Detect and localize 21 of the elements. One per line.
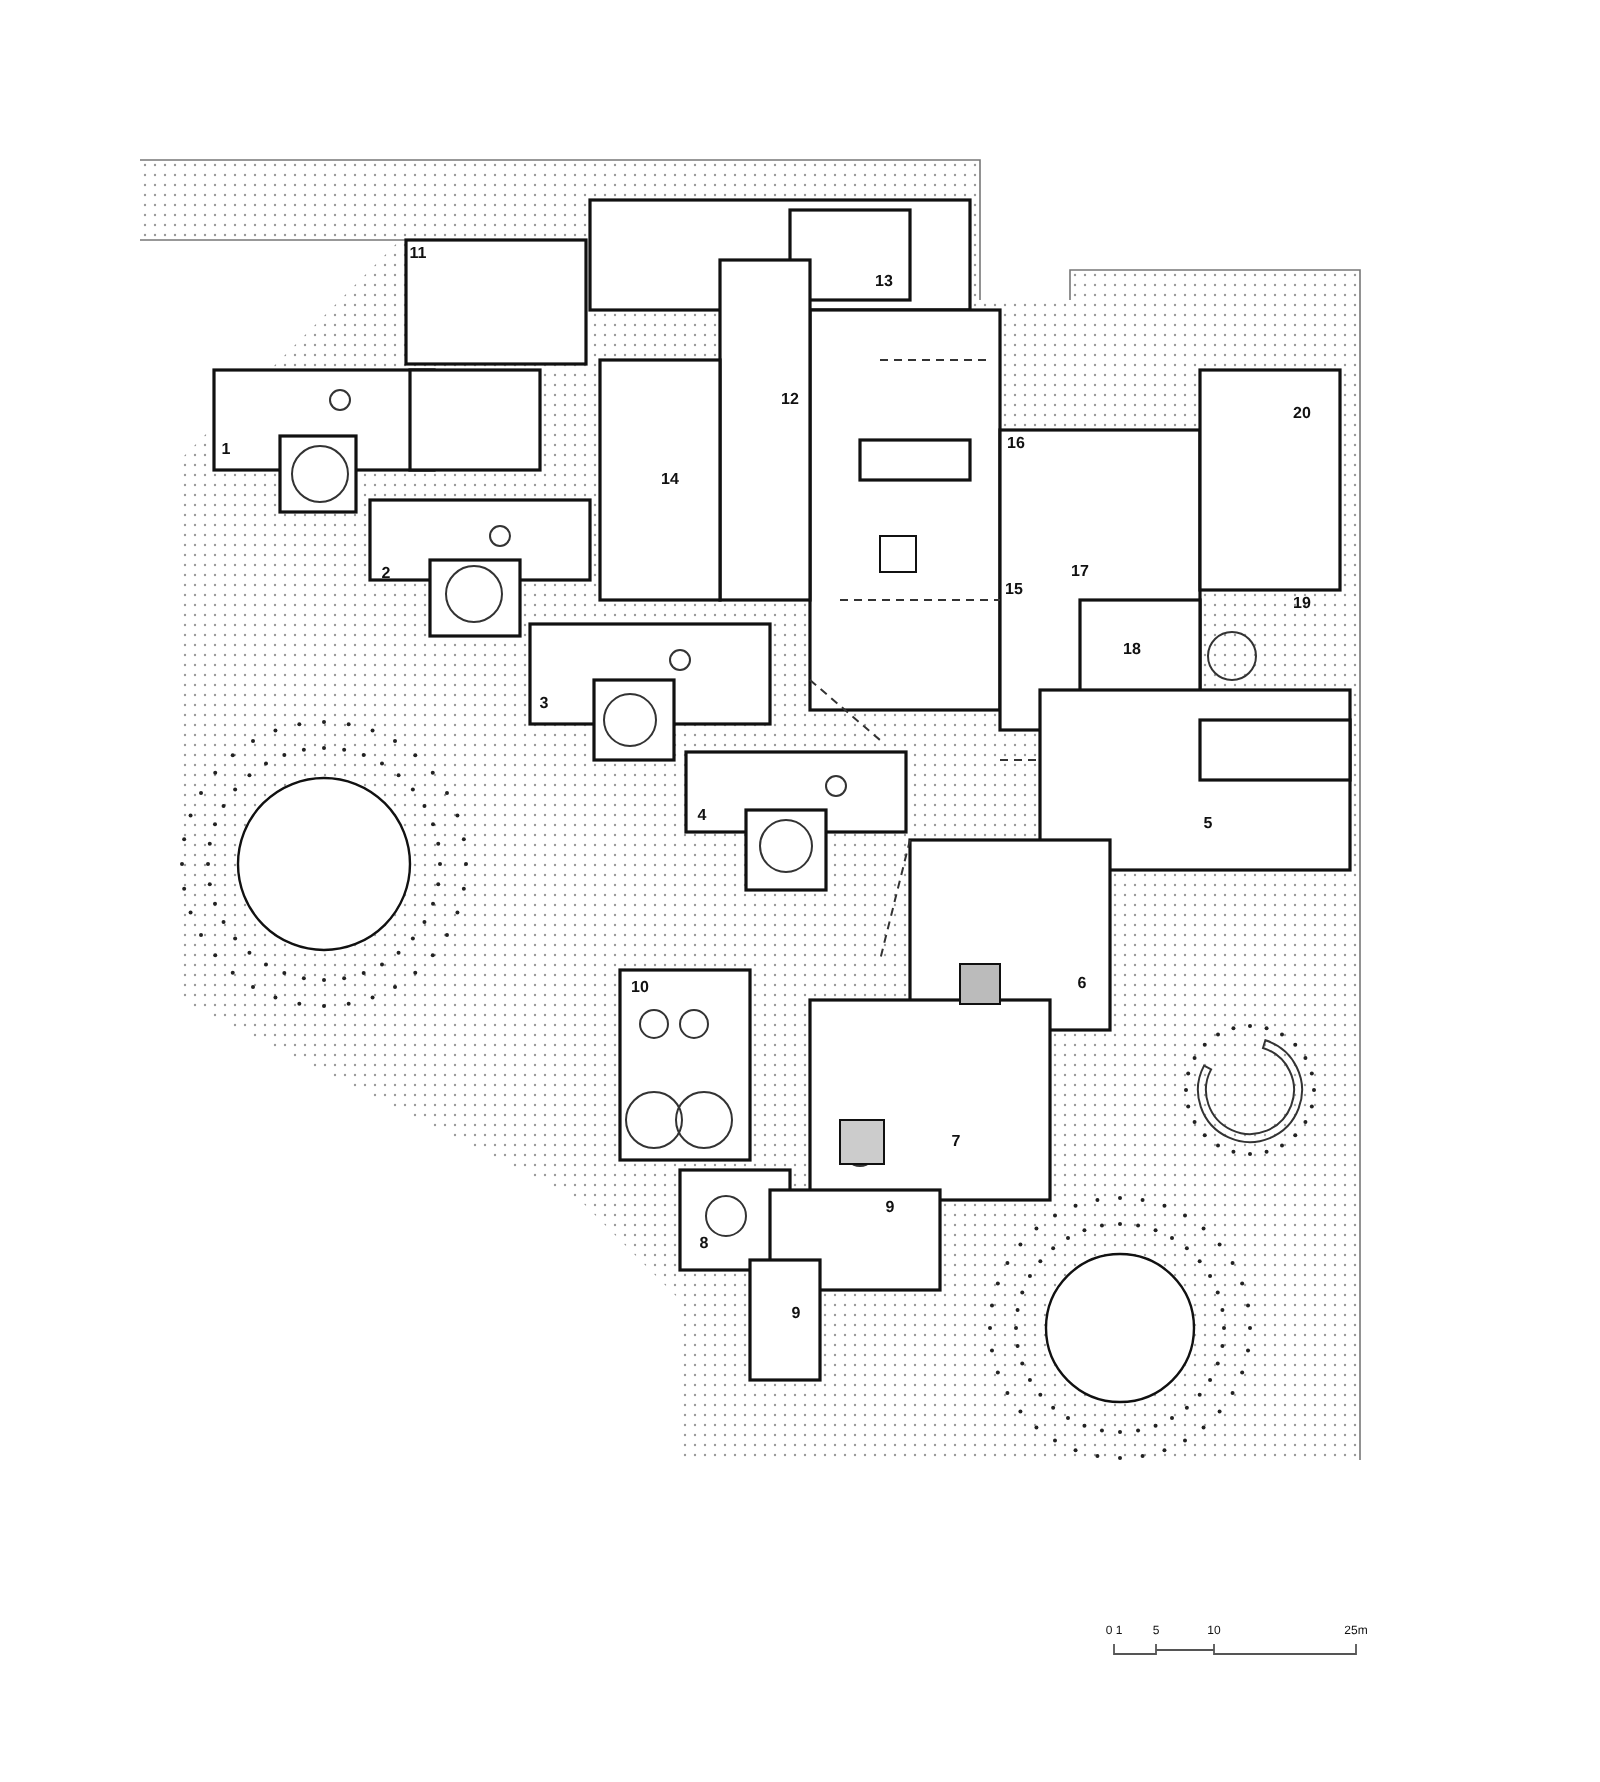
- room-number: 19: [1293, 596, 1311, 612]
- room-number: 7: [951, 1134, 961, 1150]
- room-number: 13: [875, 274, 893, 290]
- room-number: 8: [699, 1236, 709, 1252]
- room-number: 14: [661, 472, 679, 488]
- room-number: 6: [1077, 976, 1087, 992]
- room-number: 4: [697, 808, 707, 824]
- room-number: 20: [1293, 406, 1311, 422]
- room-number: 15: [1005, 582, 1023, 598]
- room-number: 1: [221, 442, 231, 458]
- room-number: 18: [1123, 642, 1141, 658]
- room-number: 9: [885, 1200, 895, 1216]
- room-number: 17: [1071, 564, 1089, 580]
- room-number: 2: [381, 566, 391, 582]
- room-number: 5: [1203, 816, 1213, 832]
- room-number: 9: [791, 1306, 801, 1322]
- room-number: 11: [409, 246, 427, 262]
- room-number: 12: [781, 392, 799, 408]
- room-number: 3: [539, 696, 549, 712]
- room-number: 16: [1007, 436, 1025, 452]
- room-number: 10: [631, 980, 649, 996]
